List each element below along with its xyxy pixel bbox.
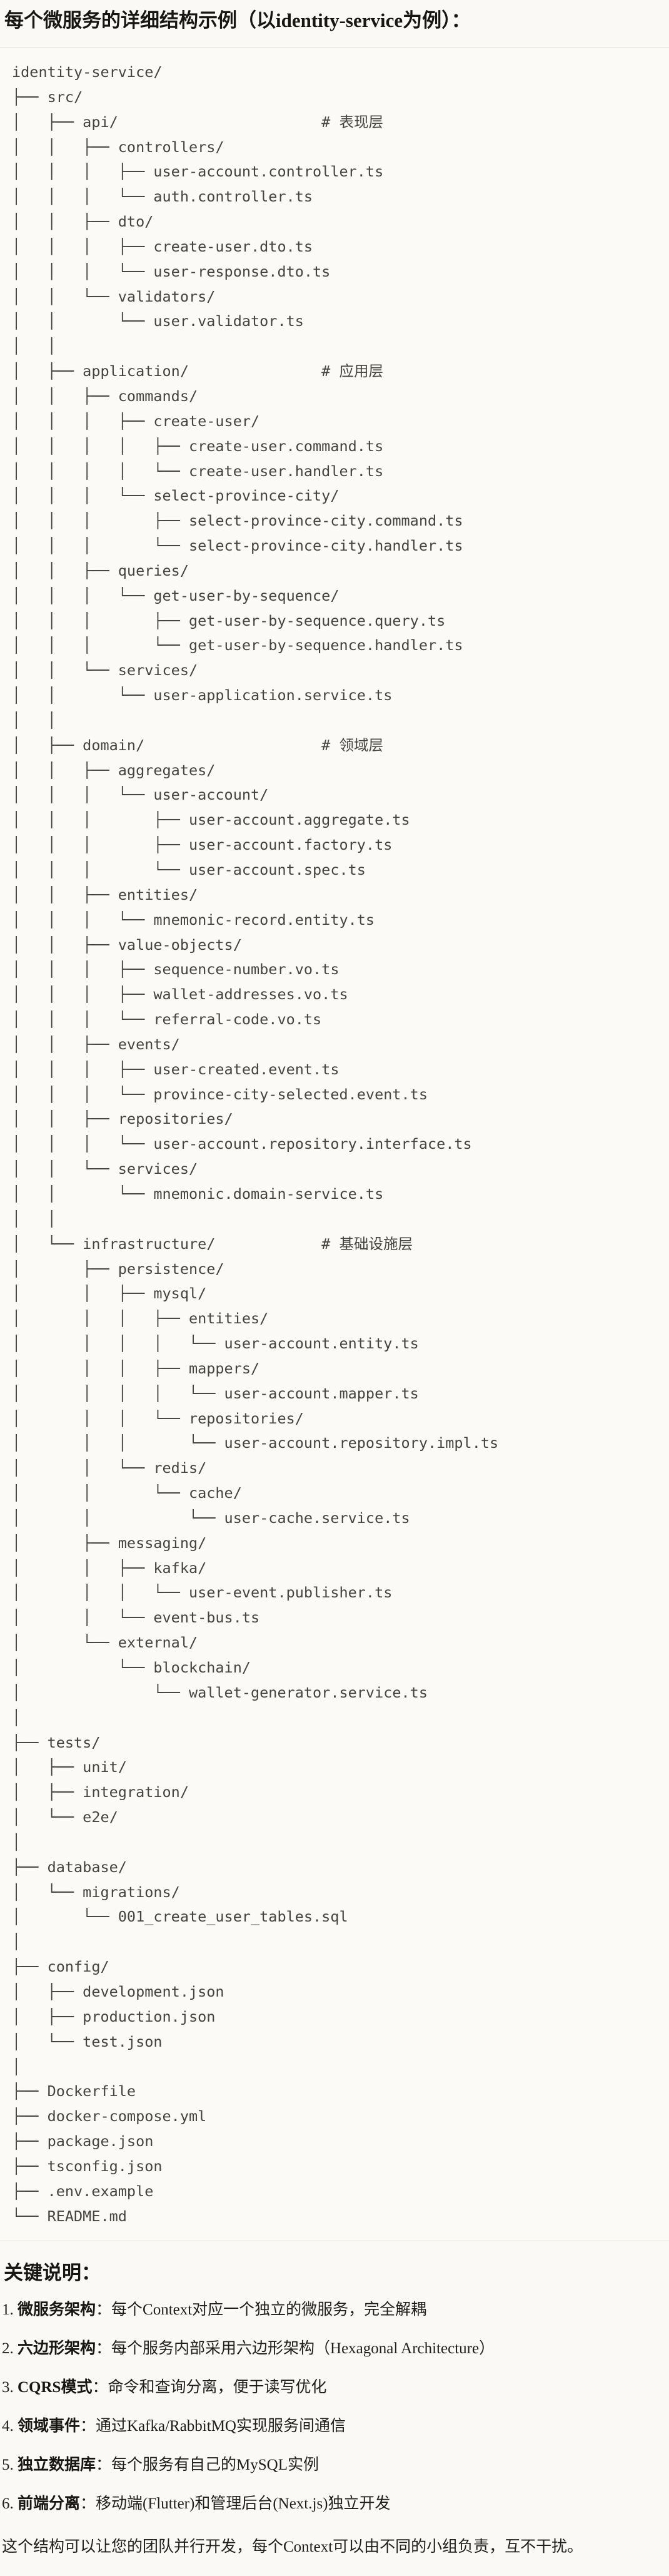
file-tree: identity-service/ ├── src/ │ ├── api/ # … bbox=[12, 63, 499, 2225]
note-text: ：每个服务有自己的MySQL实例 bbox=[96, 2456, 319, 2474]
note-item: 微服务架构：每个Context对应一个独立的微服务，完全解耦 bbox=[18, 2299, 669, 2321]
note-label: 微服务架构 bbox=[18, 2301, 96, 2319]
file-tree-code-block: identity-service/ ├── src/ │ ├── api/ # … bbox=[0, 48, 669, 2242]
note-text: ：通过Kafka/RabbitMQ实现服务间通信 bbox=[80, 2418, 346, 2435]
intro-heading: 每个微服务的详细结构示例（以identity-service为例）： bbox=[4, 9, 471, 31]
note-label: 六边形架构 bbox=[18, 2340, 96, 2358]
notes-list: 微服务架构：每个Context对应一个独立的微服务，完全解耦六边形架构：每个服务… bbox=[0, 2299, 669, 2515]
note-item: 独立数据库：每个服务有自己的MySQL实例 bbox=[18, 2454, 669, 2477]
note-item: CQRS模式：命令和查询分离，便于读写优化 bbox=[18, 2376, 669, 2399]
note-label: 领域事件 bbox=[18, 2418, 81, 2435]
notes-heading: 关键说明： bbox=[4, 2262, 101, 2284]
document-body: 每个微服务的详细结构示例（以identity-service为例）： ident… bbox=[0, 8, 669, 2558]
note-text: ：每个Context对应一个独立的微服务，完全解耦 bbox=[96, 2301, 427, 2319]
note-label: 独立数据库 bbox=[18, 2456, 96, 2474]
note-label: CQRS模式 bbox=[18, 2379, 93, 2396]
note-text: ：每个服务内部采用六边形架构（Hexagonal Architecture） bbox=[96, 2340, 495, 2358]
note-item: 六边形架构：每个服务内部采用六边形架构（Hexagonal Architectu… bbox=[18, 2338, 669, 2360]
note-item: 领域事件：通过Kafka/RabbitMQ实现服务间通信 bbox=[18, 2415, 669, 2438]
note-text: ：命令和查询分离，便于读写优化 bbox=[92, 2379, 327, 2396]
note-item: 前端分离：移动端(Flutter)和管理后台(Next.js)独立开发 bbox=[18, 2493, 669, 2515]
note-label: 前端分离 bbox=[18, 2495, 81, 2513]
footer-paragraph: 这个结构可以让您的团队并行开发，每个Context可以由不同的小组负责，互不干扰… bbox=[2, 2538, 583, 2556]
note-text: ：移动端(Flutter)和管理后台(Next.js)独立开发 bbox=[80, 2495, 391, 2513]
